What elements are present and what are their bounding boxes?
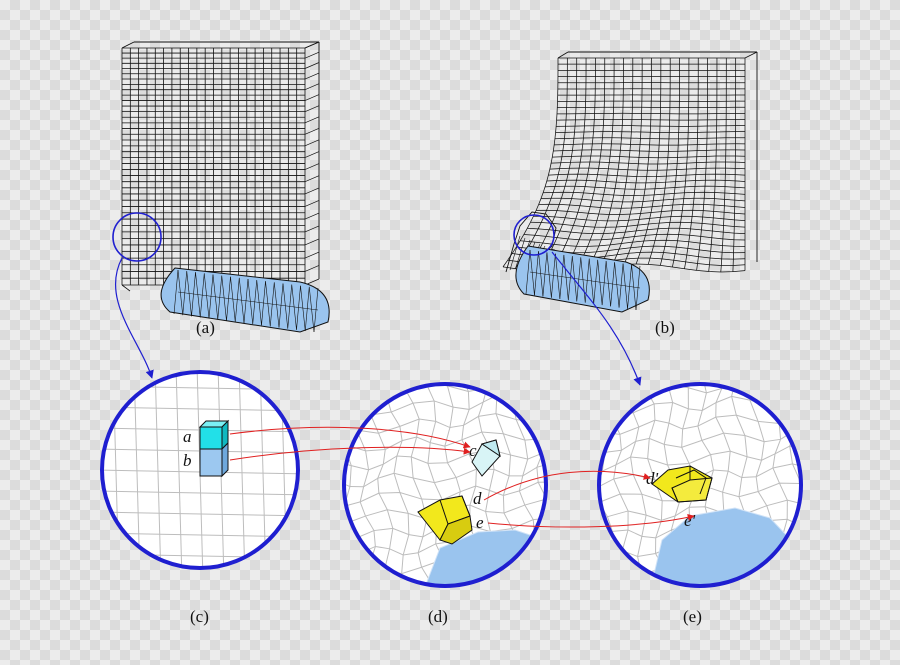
zoom-link-a bbox=[115, 257, 154, 379]
cell-de-d bbox=[417, 495, 473, 545]
zoom-circle-d bbox=[342, 382, 548, 588]
panel-b: (b) bbox=[502, 51, 758, 337]
cell-de-e bbox=[651, 465, 713, 503]
mesh-wall-b bbox=[502, 51, 758, 273]
zoom-d: c d e (d) bbox=[342, 382, 548, 626]
zoom-e: d' e' (e) bbox=[597, 382, 803, 626]
cell-c bbox=[471, 439, 501, 477]
label-a: a bbox=[183, 427, 192, 446]
label-d: d bbox=[473, 489, 482, 508]
mesh-wall-a bbox=[121, 41, 320, 292]
rigid-cylinder-b bbox=[515, 245, 650, 313]
label-c: c bbox=[469, 441, 477, 460]
correspondence-arrows bbox=[229, 426, 695, 528]
label-e: e bbox=[476, 513, 484, 532]
zoom-c: a b (c) bbox=[100, 370, 300, 626]
cell-b bbox=[199, 441, 229, 478]
caption-d: (d) bbox=[428, 607, 448, 626]
caption-e: (e) bbox=[683, 607, 702, 626]
zoom-link-b bbox=[551, 251, 642, 386]
cell-a bbox=[198, 419, 230, 451]
arrow-b-to-c bbox=[229, 446, 471, 461]
caption-a: (a) bbox=[196, 318, 215, 337]
label-d-prime: d' bbox=[646, 469, 659, 488]
arrow-a-to-c bbox=[229, 426, 471, 449]
arrow-d-to-d-prime bbox=[483, 470, 651, 501]
label-b: b bbox=[183, 451, 192, 470]
rigid-cylinder-a bbox=[160, 267, 330, 333]
arrow-e-to-e-prime bbox=[487, 513, 695, 528]
zoom-marker-b bbox=[513, 214, 555, 256]
caption-b: (b) bbox=[655, 318, 675, 337]
caption-c: (c) bbox=[190, 607, 209, 626]
panel-a: (a) bbox=[112, 41, 330, 337]
zoom-circle-c bbox=[100, 370, 300, 570]
zoom-marker-a bbox=[112, 212, 162, 262]
zoom-circle-e bbox=[597, 382, 803, 588]
label-e-prime: e' bbox=[684, 511, 696, 530]
